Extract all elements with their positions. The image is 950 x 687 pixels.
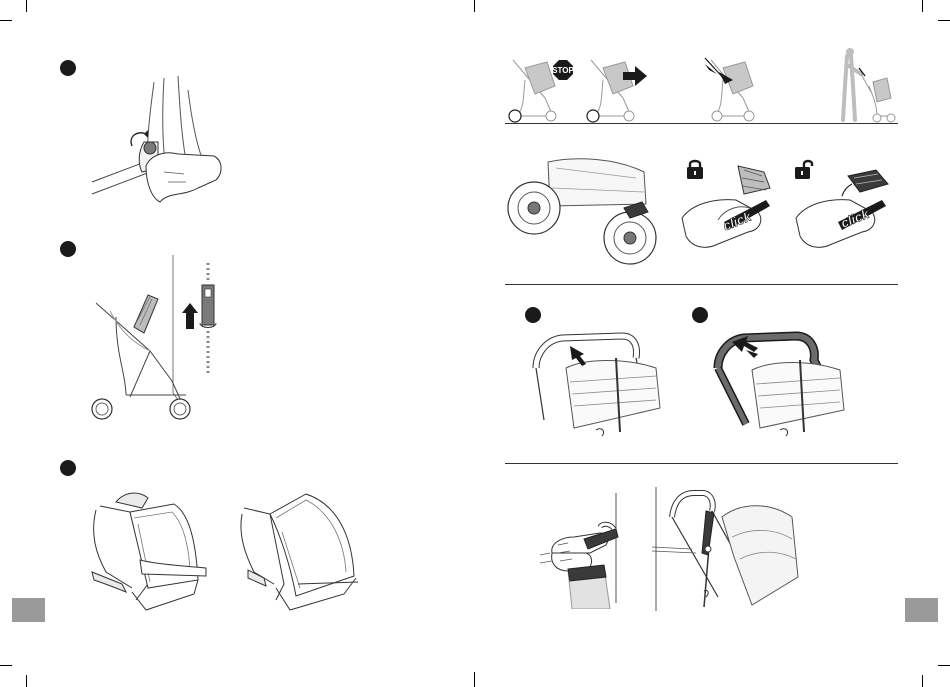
step-3-marker — [60, 460, 76, 476]
trim-mark — [938, 665, 950, 666]
trim-mark — [474, 0, 475, 12]
step-2-marker — [60, 241, 76, 257]
safety-row-illustration: STOP — [505, 46, 900, 126]
trim-mark — [922, 0, 923, 12]
handlebar-button-illustration — [526, 328, 666, 440]
step-a-marker — [525, 307, 541, 323]
page-tab-left — [12, 598, 45, 622]
trim-mark — [474, 672, 475, 687]
trim-mark — [922, 675, 923, 687]
section-divider — [505, 463, 898, 464]
handlebar-foam-illustration — [706, 328, 856, 440]
section-divider — [505, 123, 898, 124]
brake-unlock-illustration: click — [792, 160, 900, 252]
trim-mark — [0, 20, 12, 21]
rear-wheel-brake-illustration — [506, 148, 666, 270]
wrist-strap-stroller-illustration — [652, 487, 802, 611]
seat-fabric-removal-illustration-a — [86, 484, 216, 612]
wrist-strap-hand-illustration — [540, 493, 632, 609]
trim-mark — [938, 20, 950, 21]
trim-mark — [0, 665, 12, 666]
stop-sign-label: STOP — [552, 66, 574, 75]
trim-mark — [26, 0, 27, 12]
arrow-press-icon — [570, 346, 586, 366]
brake-lock-illustration: click — [678, 160, 782, 252]
step-1-marker — [60, 60, 76, 76]
canopy-clip-illustration — [88, 72, 238, 212]
page-tab-right — [905, 598, 938, 622]
canopy-slide-illustration — [86, 255, 236, 430]
seat-fabric-removal-illustration-b — [240, 484, 366, 612]
trim-mark — [26, 675, 27, 687]
step-b-marker — [692, 307, 708, 323]
section-divider — [505, 284, 898, 285]
